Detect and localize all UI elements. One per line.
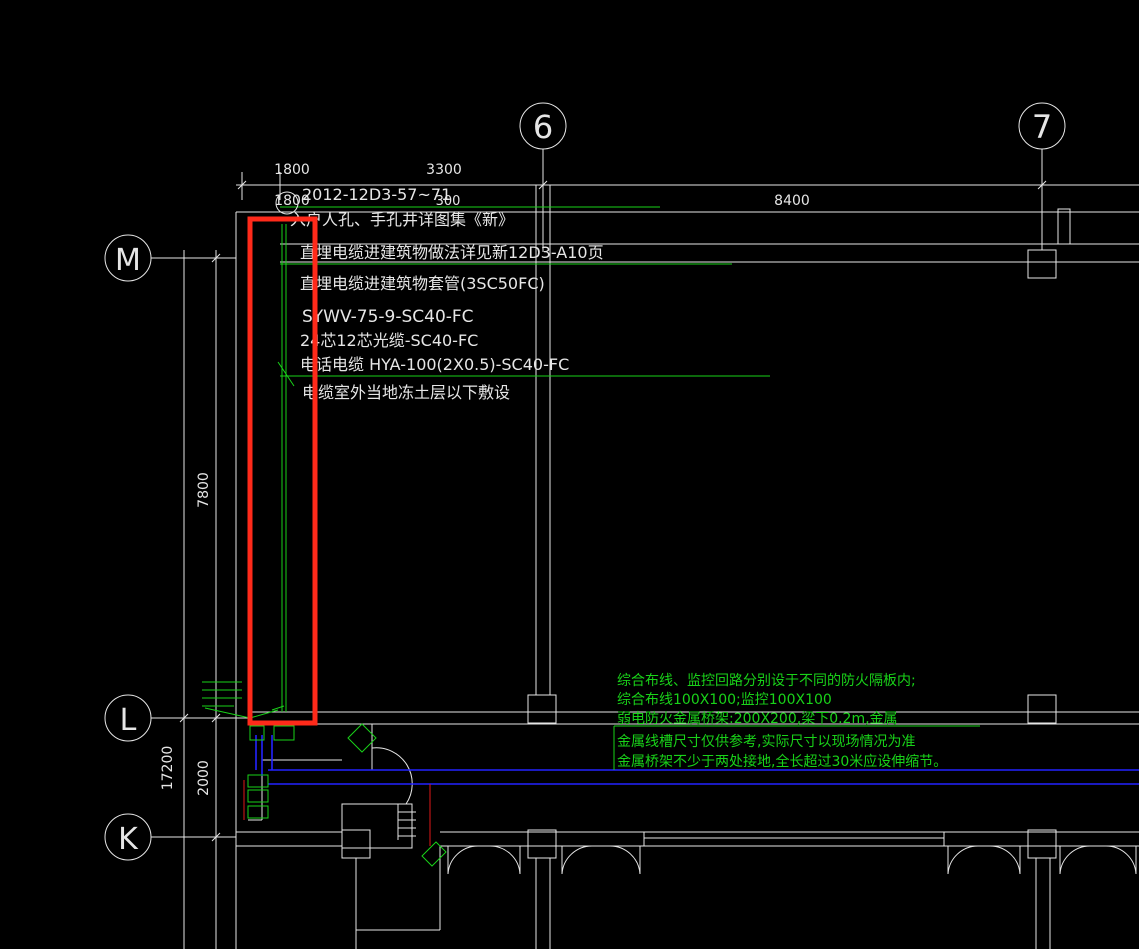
column-7-M [1027, 249, 1057, 279]
dim-top-8400: 8400 [774, 193, 810, 209]
tray-notes: 综合布线、监控回路分别设于不同的防火隔板内; 综合布线100X100;监控100… [617, 673, 947, 770]
axis-label-7: 7 [1032, 108, 1052, 146]
note-line-1: 2012-12D3-57~71 [302, 185, 451, 204]
cable-entry-notes: 2012-12D3-57~71 入户人孔、手孔井详图集《新》 直埋电缆进建筑物做… [290, 185, 604, 402]
column-6-L [527, 694, 557, 724]
axis-label-M: M [115, 243, 141, 278]
equipment-symbols [202, 681, 447, 867]
note-line-2: 入户人孔、手孔井详图集《新》 [290, 210, 514, 229]
axis-bubble-6: 6 [519, 102, 567, 150]
note-line-3: 直埋电缆进建筑物做法详见新12D3-A10页 [300, 243, 604, 262]
axis-label-K: K [118, 822, 139, 857]
tray-note-4: 金属线槽尺寸仅供参考,实际尺寸以现场情况为准 [617, 733, 915, 750]
dim-top-3300: 3300 [426, 162, 462, 178]
axis-label-6: 6 [533, 108, 553, 146]
tray-note-2: 综合布线100X100;监控100X100 [617, 692, 832, 708]
blue-cable-tray [255, 735, 1139, 785]
note-line-5: SYWV-75-9-SC40-FC [302, 307, 474, 327]
dim-top-300: 300 [436, 194, 461, 209]
axis-label-L: L [120, 703, 137, 738]
dim-left-17200: 17200 [160, 746, 176, 791]
dim-top-1800: 1800 [274, 162, 310, 178]
axis-bubble-K: K [104, 813, 152, 861]
note-line-4: 直埋电缆进建筑物套管(3SC50FC) [300, 274, 545, 293]
dim-left-7800: 7800 [196, 472, 212, 508]
tray-note-1: 综合布线、监控回路分别设于不同的防火隔板内; [617, 673, 916, 689]
top-dimension-chain: 1800 3300 8400 1800 300 [236, 162, 1139, 209]
tray-note-3: 弱电防火金属桥架:200X200,梁下0.2m,金属 [617, 711, 898, 727]
dim-left-2000: 2000 [196, 760, 212, 796]
column-7-L [1027, 694, 1057, 724]
highlight-box [247, 216, 318, 726]
building-walls [235, 185, 1139, 949]
left-dimension-chain: 7800 17200 2000 [160, 250, 224, 949]
column-6-K [527, 829, 557, 859]
axis-bubble-7: 7 [1018, 102, 1066, 150]
tray-note-5: 金属桥架不少于两处接地,全长超过30米应设伸缩节。 [617, 753, 947, 770]
axis-bubble-L: L [104, 694, 152, 742]
red-feeders [243, 780, 431, 846]
dim-top-1800b: 1800 [274, 193, 310, 209]
green-leaders [204, 191, 980, 770]
note-line-8: 电缆室外当地冻土层以下敷设 [302, 383, 510, 402]
column-7-K [1027, 829, 1057, 859]
note-line-7: 电话电缆 HYA-100(2X0.5)-SC40-FC [300, 355, 569, 374]
note-line-6: 24芯12芯光缆-SC40-FC [300, 331, 478, 350]
door-arcs [447, 832, 1137, 875]
axis-bubble-M: M [104, 234, 152, 282]
